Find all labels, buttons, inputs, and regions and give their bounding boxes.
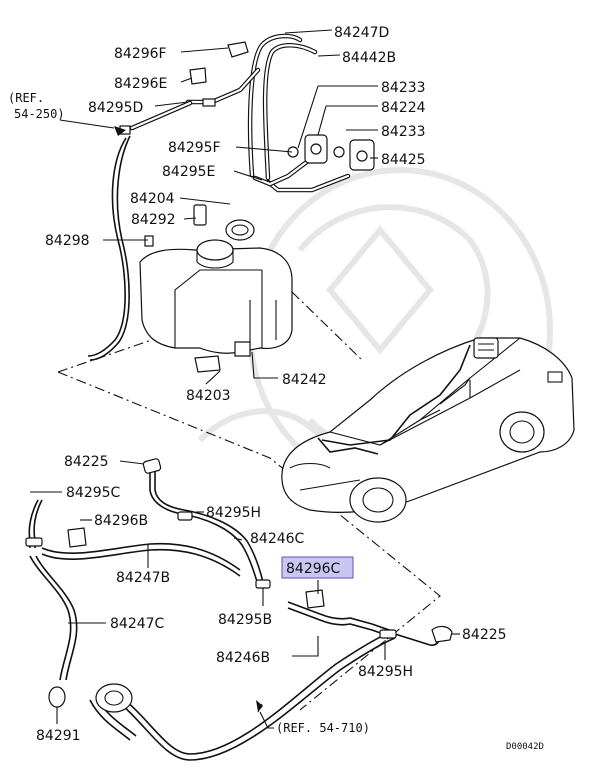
label-84296B[interactable]: 84296B: [94, 513, 148, 529]
car-illustration: [281, 337, 575, 523]
label-84295D[interactable]: 84295D: [88, 100, 143, 116]
highlight-84296C: [281, 556, 354, 579]
ref-bottom: (REF. 54-710): [276, 721, 370, 735]
label-84225-right[interactable]: 84225: [462, 627, 507, 643]
part-labels: 84247D 84296F 84442B 84296E 84233 (REF. …: [8, 25, 544, 752]
washer-nozzle-front: [287, 134, 375, 171]
lower-parts: [25, 458, 453, 713]
label-84295E[interactable]: 84295E: [162, 164, 215, 180]
diagram-code: D00042D: [506, 742, 544, 752]
label-84233-upper[interactable]: 84233: [381, 80, 426, 96]
label-84246C[interactable]: 84246C: [250, 531, 305, 547]
label-84425[interactable]: 84425: [381, 152, 426, 168]
label-84298[interactable]: 84298: [45, 233, 90, 249]
label-84296C[interactable]: 84296C: [286, 561, 341, 577]
label-84442B[interactable]: 84442B: [342, 50, 396, 66]
label-84295H-lower[interactable]: 84295H: [358, 664, 413, 680]
label-84295B[interactable]: 84295B: [218, 612, 272, 628]
label-84247D[interactable]: 84247D: [334, 25, 389, 41]
label-84295H-upper[interactable]: 84295H: [206, 505, 261, 521]
label-84247C[interactable]: 84247C: [110, 616, 165, 632]
label-84291[interactable]: 84291: [36, 728, 81, 744]
label-84225-left[interactable]: 84225: [64, 454, 109, 470]
leader-lines: [30, 29, 460, 729]
washer-tank: [139, 204, 293, 373]
ref-top-line1: (REF.: [8, 91, 44, 105]
label-84242[interactable]: 84242: [282, 372, 327, 388]
upper-hose-assembly: [129, 33, 351, 193]
ref-top-line2: 54-250): [14, 107, 65, 121]
label-84247B[interactable]: 84247B: [116, 570, 170, 586]
label-84295C[interactable]: 84295C: [66, 485, 121, 501]
label-84296F[interactable]: 84296F: [114, 46, 167, 62]
left-long-hose: [87, 135, 131, 361]
label-84292[interactable]: 84292: [131, 212, 176, 228]
label-84296E[interactable]: 84296E: [114, 76, 167, 92]
label-84233-lower[interactable]: 84233: [381, 124, 426, 140]
ref-arrows: [59, 119, 263, 712]
label-84224[interactable]: 84224: [381, 100, 426, 116]
label-84204[interactable]: 84204: [130, 191, 175, 207]
label-84203[interactable]: 84203: [186, 388, 231, 404]
label-84295F[interactable]: 84295F: [168, 140, 221, 156]
label-84246B[interactable]: 84246B: [216, 650, 270, 666]
